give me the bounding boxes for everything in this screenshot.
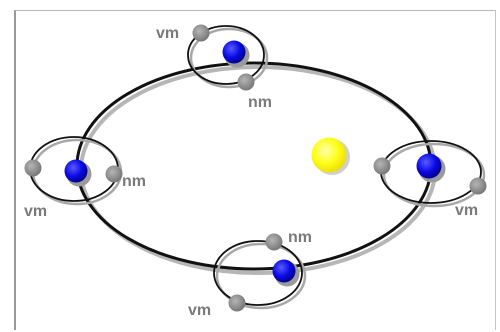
top-local-orbit xyxy=(187,25,269,89)
moon-top-vm xyxy=(192,24,210,42)
moon-bottom-vm xyxy=(228,294,246,312)
planet-left xyxy=(64,159,92,187)
label-left-nm: nm xyxy=(122,173,146,190)
moon-left-nm xyxy=(105,165,123,183)
moon-right-vm xyxy=(469,177,487,195)
moon-left-vm xyxy=(24,159,42,177)
moon-right-inner xyxy=(373,157,391,175)
bottom-local-orbit xyxy=(213,240,307,310)
planet-right xyxy=(416,153,446,183)
label-top-vm: vm xyxy=(156,25,179,42)
label-bottom-nm: nm xyxy=(288,229,312,246)
planet-bottom xyxy=(272,259,300,287)
label-top-nm: nm xyxy=(248,94,272,111)
label-right-vm: vm xyxy=(455,202,478,219)
label-left-vm: vm xyxy=(24,203,47,220)
label-bottom-vm: vm xyxy=(188,302,211,319)
moon-top-nm xyxy=(237,73,255,91)
moon-bottom-nm xyxy=(265,233,283,251)
planet-top xyxy=(222,40,250,68)
sun xyxy=(311,137,347,173)
